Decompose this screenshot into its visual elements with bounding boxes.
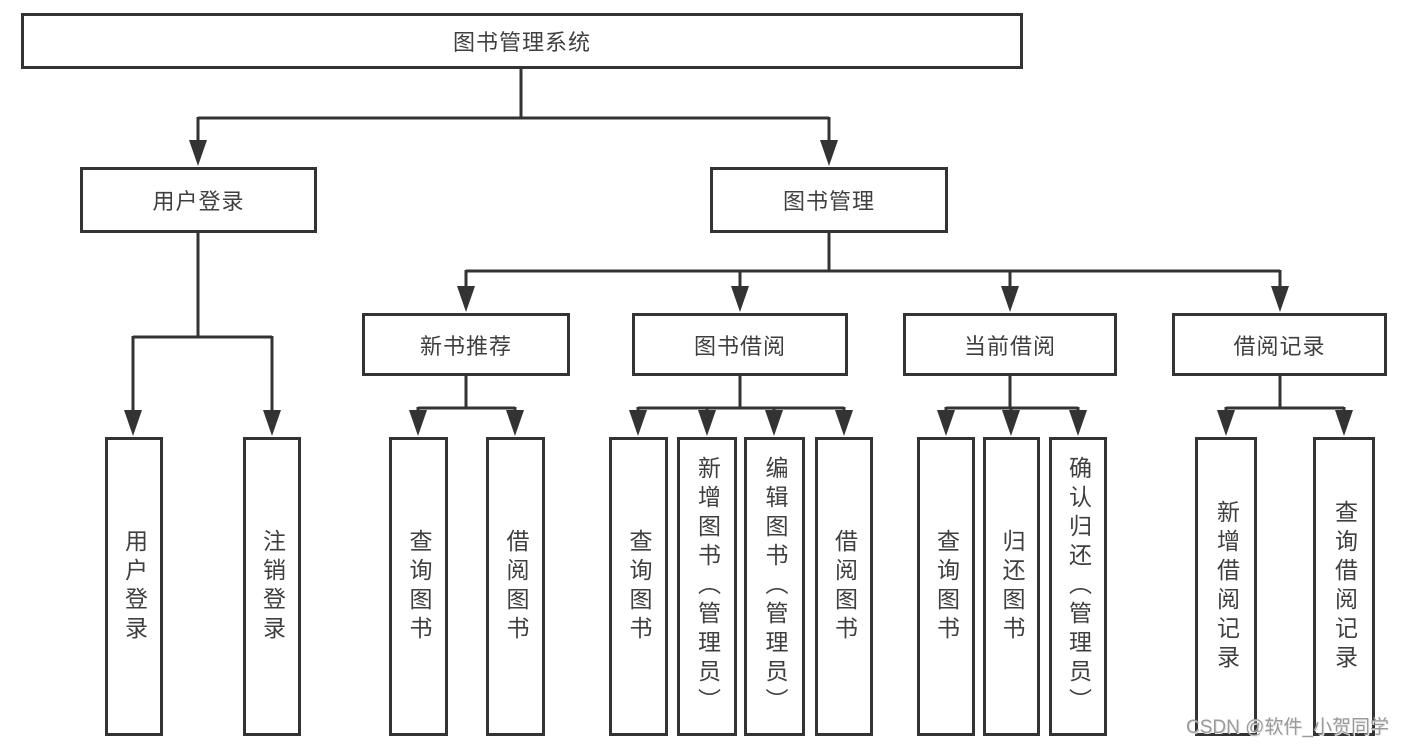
leaf-query-books-current: 查询图书	[917, 437, 975, 736]
leaf-add-borrow-record: 新增借阅记录	[1195, 437, 1257, 736]
node-new-book-recommend: 新书推荐	[362, 313, 570, 376]
leaf-query-books-recommend: 查询图书	[389, 437, 448, 736]
node-root-system: 图书管理系统	[21, 13, 1023, 69]
leaf-return-book: 归还图书	[983, 437, 1040, 736]
leaf-edit-book-admin: 编辑图书（管理员）	[744, 437, 805, 736]
leaf-query-borrow-record: 查询借阅记录	[1313, 437, 1375, 736]
node-borrowing-records: 借阅记录	[1172, 313, 1387, 376]
leaf-user-login: 用户登录	[105, 437, 163, 736]
connector-paths	[131, 68, 1346, 414]
node-current-borrowing: 当前借阅	[903, 313, 1117, 376]
leaf-add-book-admin: 新增图书（管理员）	[677, 437, 737, 736]
arrowheads	[124, 140, 1353, 436]
leaf-query-books-borrowing: 查询图书	[609, 437, 668, 736]
node-user-login: 用户登录	[80, 167, 317, 233]
csdn-watermark: CSDN @软件_小贺同学	[1186, 717, 1389, 738]
leaf-borrow-books-recommend: 借阅图书	[486, 437, 545, 736]
node-book-management: 图书管理	[710, 167, 948, 233]
leaf-borrow-books-borrowing: 借阅图书	[815, 437, 873, 736]
leaf-logout: 注销登录	[243, 437, 301, 736]
leaf-confirm-return-admin: 确认归还（管理员）	[1049, 437, 1107, 736]
node-book-borrowing: 图书借阅	[632, 313, 848, 376]
